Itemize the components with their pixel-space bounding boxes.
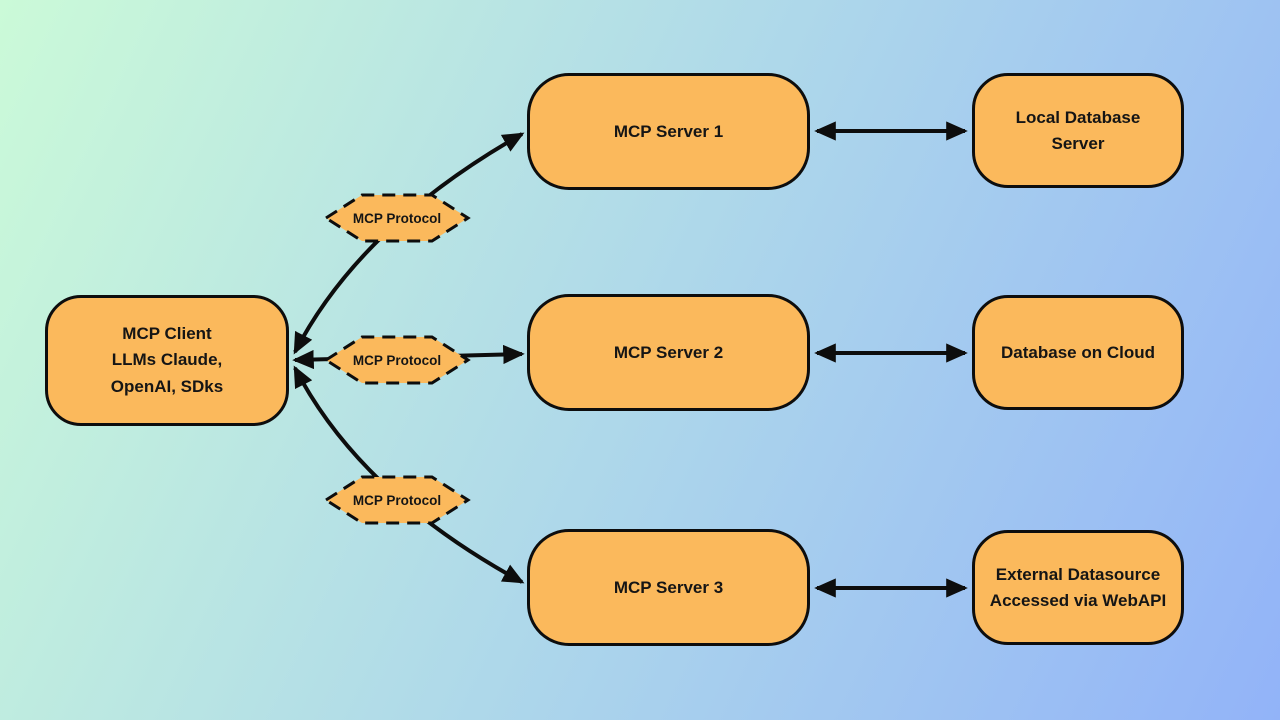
protocol-label: MCP Protocol — [352, 352, 442, 368]
mcp-server-2-node: MCP Server 2 — [527, 294, 810, 411]
mcp-server-3-node: MCP Server 3 — [527, 529, 810, 646]
database-on-cloud-node: Database on Cloud — [972, 295, 1184, 410]
mcp-server-1-node: MCP Server 1 — [527, 73, 810, 190]
protocol-label: MCP Protocol — [352, 210, 442, 226]
protocol-label: MCP Protocol — [352, 492, 442, 508]
mcp-protocol-badge-1: MCP Protocol — [322, 192, 472, 244]
mcp-client-node: MCP Client LLMs Claude, OpenAI, SDks — [45, 295, 289, 426]
mcp-protocol-badge-3: MCP Protocol — [322, 474, 472, 526]
mcp-protocol-badge-2: MCP Protocol — [322, 334, 472, 386]
external-datasource-webapi-node: External Datasource Accessed via WebAPI — [972, 530, 1184, 645]
local-database-server-node: Local Database Server — [972, 73, 1184, 188]
